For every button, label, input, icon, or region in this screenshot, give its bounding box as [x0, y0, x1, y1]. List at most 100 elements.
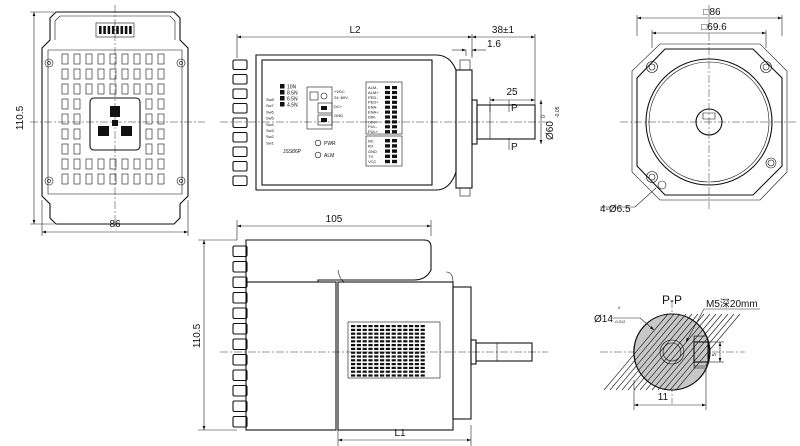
dip-switch-tooth — [120, 26, 124, 34]
nameplate-cell — [374, 344, 379, 347]
hatch-line — [645, 313, 711, 391]
vent-slot — [73, 143, 81, 155]
rear-width-dim: 86 — [109, 219, 121, 230]
nameplate-cell — [385, 351, 390, 354]
fin — [232, 415, 248, 428]
nameplate-cell — [397, 359, 402, 362]
terminal-label: PED- — [368, 95, 378, 100]
nameplate-cell — [385, 336, 390, 339]
vent-slot — [61, 143, 69, 155]
vent-slot — [85, 173, 93, 185]
nameplate-cell — [368, 355, 373, 358]
fin — [232, 260, 248, 273]
flange-square-outer-dim: □86 — [703, 7, 721, 18]
nameplate-cell — [409, 325, 414, 328]
nameplate-cell — [374, 370, 379, 373]
nameplate-cell — [368, 363, 373, 366]
nameplate-cell — [414, 336, 419, 339]
dip-label: Sw3 — [266, 128, 275, 133]
nameplate-cell — [380, 363, 385, 366]
nameplate-cell — [368, 332, 373, 335]
vent-slot — [145, 83, 153, 95]
signal-terminal-block: ALM-ALM+PED-PED+ENA-ENA+DIR-DIR+PUL-PUL+ — [365, 81, 403, 135]
dip-switch-tooth — [124, 26, 128, 34]
comm-pin — [385, 139, 390, 143]
vent-slot — [61, 158, 69, 170]
terminal-pin — [392, 100, 397, 104]
nameplate-cell — [409, 359, 414, 362]
dip-label: Sw7 — [266, 103, 275, 108]
side-height-dim: 110.5 — [192, 323, 203, 348]
nameplate-cell — [409, 344, 414, 347]
vent-slot — [157, 83, 165, 95]
nameplate-cell — [374, 336, 379, 339]
nameplate-cell — [397, 336, 402, 339]
terminal-frame — [365, 81, 403, 135]
vent-slot — [145, 113, 153, 125]
fin — [232, 291, 248, 304]
nameplate-cell — [356, 355, 361, 358]
nameplate-cell — [374, 340, 379, 343]
dip-label: Sw1 — [266, 140, 275, 145]
vent-slot — [157, 113, 165, 125]
comm-pin — [385, 144, 390, 148]
nameplate-cell — [420, 359, 425, 362]
nameplate-cell — [403, 344, 408, 347]
nameplate-cell — [403, 332, 408, 335]
comm-pin — [385, 159, 390, 164]
nameplate-cell — [374, 374, 379, 377]
vent-slot — [85, 83, 93, 95]
vent-slots — [61, 53, 165, 185]
switch-marker — [280, 84, 285, 89]
nameplate-cell — [397, 366, 402, 369]
hatch-line — [675, 313, 741, 391]
dip-switch-block — [99, 26, 132, 34]
nameplate-cell — [409, 355, 414, 358]
nameplate-cell — [385, 366, 390, 369]
section-view: P-P Ø14 0 -0.012 M5深20mm 5 11 — [594, 293, 760, 410]
vent-slot — [121, 173, 129, 185]
nameplate-cell — [414, 328, 419, 331]
vent-slot — [145, 143, 153, 155]
mounting-hole — [760, 61, 772, 73]
section-mark-top: P — [511, 103, 518, 114]
fin — [232, 146, 248, 158]
nameplate-cell — [420, 347, 425, 350]
nameplate-cell — [356, 359, 361, 362]
nameplate-cell — [368, 366, 373, 369]
nameplate-cell — [409, 366, 414, 369]
terminal-pin — [392, 105, 397, 109]
nameplate-cell — [403, 366, 408, 369]
vent-slot — [133, 68, 141, 80]
comm-label: VCC — [368, 159, 377, 164]
fin — [232, 102, 248, 114]
dip-switch-tooth — [99, 26, 102, 34]
nameplate-cell — [356, 351, 361, 354]
nameplate-cell — [397, 347, 402, 350]
length-l1-dim: L1 — [394, 428, 406, 439]
nameplate-cell — [362, 340, 367, 343]
vent-slot — [61, 68, 69, 80]
nameplate-cell — [409, 370, 414, 373]
nameplate-cell — [391, 344, 396, 347]
terminal-label: ENA- — [368, 105, 378, 110]
hatch-line — [609, 313, 675, 391]
comm-pin — [392, 139, 397, 143]
nameplate-cell — [351, 355, 356, 358]
nameplate-cell — [385, 374, 390, 377]
flange-square-inner-dim: □69.6 — [701, 22, 727, 33]
mounting-hole-inner — [648, 173, 656, 181]
vent-slot — [109, 53, 117, 65]
nameplate-cell — [391, 374, 396, 377]
terminal-pin — [392, 125, 397, 129]
vent-slot — [73, 158, 81, 170]
terminal-pin — [392, 115, 397, 119]
nameplate-cell — [380, 366, 385, 369]
key-length-dim: 25 — [506, 87, 518, 98]
comm-pin — [392, 144, 397, 148]
terminal-label: PUL+ — [368, 129, 379, 134]
switch-label: 6.5N — [287, 97, 298, 103]
terminal-pin — [385, 125, 390, 129]
nameplate-cell — [420, 363, 425, 366]
